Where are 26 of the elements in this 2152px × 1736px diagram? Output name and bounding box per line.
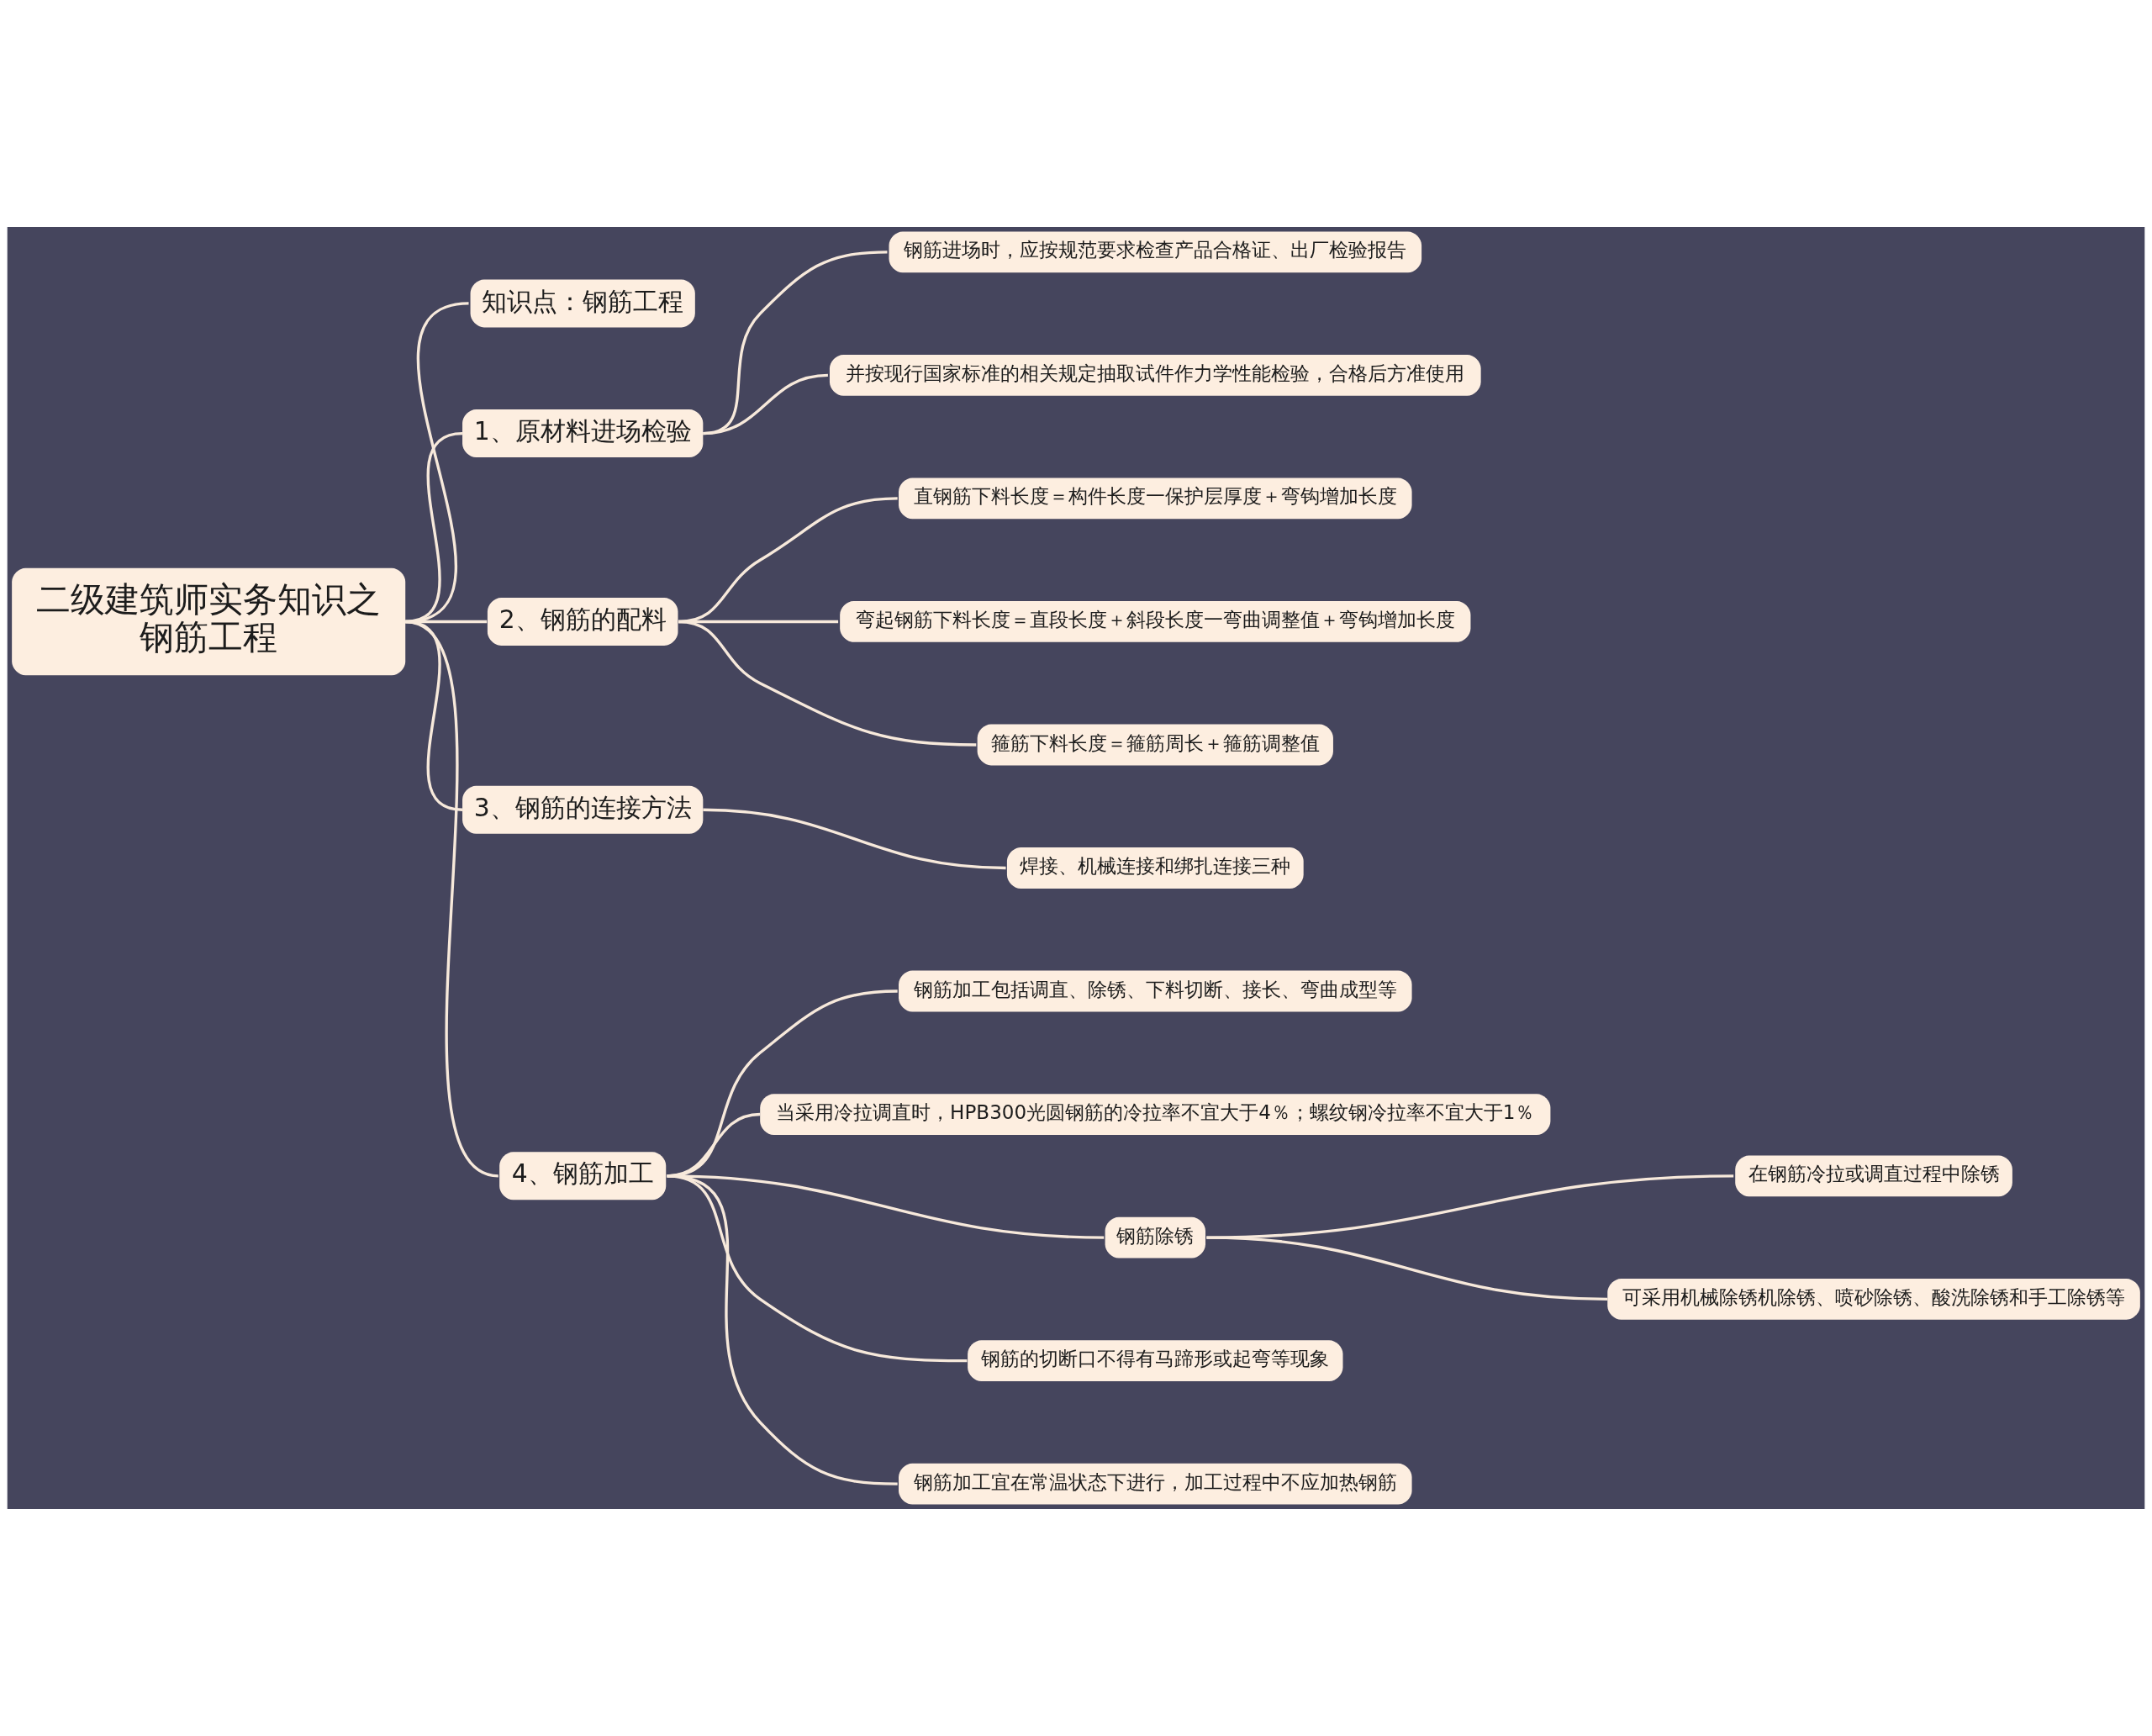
node-box: 钢筋的切断口不得有马蹄形或起弯等现象 xyxy=(968,1340,1343,1382)
node-box: 钢筋加工包括调直、除锈、下料切断、接长、弯曲成型等 xyxy=(899,970,1412,1012)
node-box: 二级建筑师实务知识之钢筋工程 xyxy=(12,567,406,676)
node-box: 知识点：钢筋工程 xyxy=(470,279,695,328)
connector xyxy=(1206,1236,1608,1301)
node-box: 当采用冷拉调直时，HPB300光圆钢筋的冷拉率不宜大于4％；螺纹钢冷拉率不宜大于1％ xyxy=(760,1094,1551,1135)
node-box: 可采用机械除锈机除锈、喷砂除锈、酸洗除锈和手工除锈等 xyxy=(1607,1278,2140,1320)
node-box: 箍筋下料长度＝箍筋周长＋箍筋调整值 xyxy=(977,724,1333,766)
connector xyxy=(703,251,888,435)
connector xyxy=(404,620,499,1178)
node-box: 直钢筋下料长度＝构件长度一保护层厚度＋弯钩增加长度 xyxy=(899,478,1412,520)
connector xyxy=(703,373,829,435)
connector xyxy=(667,1174,898,1485)
node-box: 钢筋加工宜在常温状态下进行，加工过程中不应加热钢筋 xyxy=(899,1463,1412,1505)
node-box: 4、钢筋加工 xyxy=(499,1152,667,1200)
node-box: 钢筋进场时，应按规范要求检查产品合格证、出厂检验报告 xyxy=(889,231,1422,273)
node-box: 钢筋除锈 xyxy=(1105,1216,1205,1258)
connector xyxy=(703,808,1006,870)
node-box: 在钢筋冷拉或调直过程中除锈 xyxy=(1735,1155,2012,1197)
node-box: 弯起钢筋下料长度＝直段长度＋斜段长度一弯曲调整值＋弯钩增加长度 xyxy=(840,601,1471,642)
connector xyxy=(678,620,977,747)
node-box: 焊接、机械连接和绑扎连接三种 xyxy=(1006,847,1304,889)
node-box: 1、原材料进场检验 xyxy=(462,409,704,458)
node-box: 3、钢筋的连接方法 xyxy=(462,785,704,834)
node-box: 2、钢筋的配料 xyxy=(487,597,678,646)
node-box: 并按现行国家标准的相关规定抽取试件作力学性能检验，合格后方准使用 xyxy=(829,354,1481,396)
